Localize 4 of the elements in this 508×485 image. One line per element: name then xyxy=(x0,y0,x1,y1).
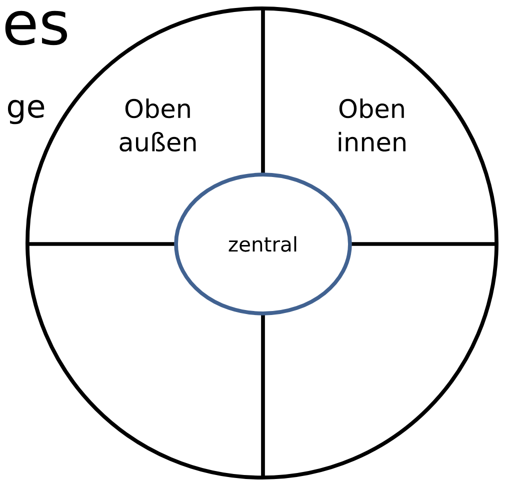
text-fragment: ge xyxy=(8,100,44,124)
quadrant-label: Oben außen xyxy=(120,98,196,152)
text-fragment: es xyxy=(5,10,68,46)
quadrant-label: Oben innen xyxy=(338,98,406,152)
